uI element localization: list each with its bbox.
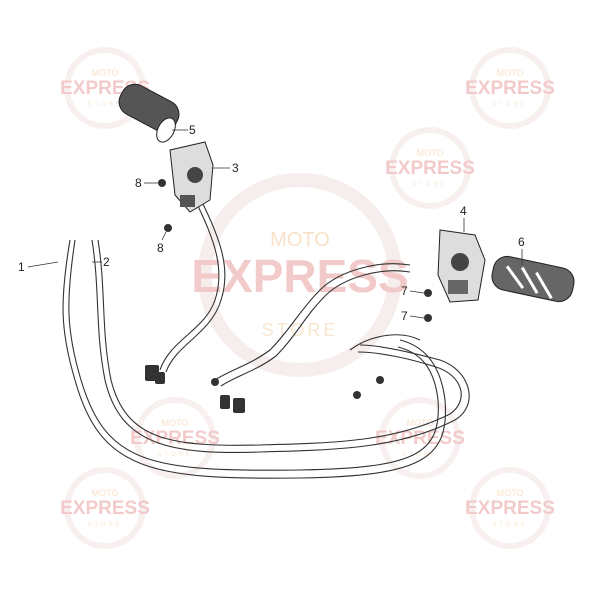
callout-1: 1 <box>18 260 25 274</box>
watermark-line1: MOTO <box>162 418 189 428</box>
watermark-line3: STORE <box>492 102 528 108</box>
watermark-line3: STORE <box>87 102 123 108</box>
callout-8a: 8 <box>135 176 142 190</box>
callout-7b: 7 <box>401 309 408 323</box>
watermark-line1: MOTO <box>92 68 119 78</box>
connectors <box>145 365 384 413</box>
watermark-line3: STORE <box>412 182 448 188</box>
watermark-line2: EXPRESS <box>465 498 555 519</box>
watermark-store: STORE <box>262 320 339 340</box>
watermark-ring <box>64 467 146 549</box>
watermark-express: EXPRESS <box>191 250 408 302</box>
watermark-ring <box>469 47 551 129</box>
watermark-ring <box>469 467 551 549</box>
callout-7a: 7 <box>401 284 408 298</box>
watermark-line3: STORE <box>402 452 438 458</box>
left-switch-housing <box>169 141 214 213</box>
callout-5: 5 <box>189 123 196 137</box>
watermark-line1: MOTO <box>92 488 119 498</box>
right-grip <box>491 255 575 303</box>
right-switch-housing <box>437 229 486 303</box>
left-grip <box>118 83 180 143</box>
watermark-line3: STORE <box>157 452 193 458</box>
watermark-line3: STORE <box>87 522 123 528</box>
callout-4: 4 <box>460 204 467 218</box>
watermark-moto: MOTO <box>270 229 330 251</box>
watermark-ring <box>389 127 471 209</box>
callout-2: 2 <box>103 255 110 269</box>
callouts: 1 2 3 4 5 6 7 7 8 8 <box>18 123 525 323</box>
watermark-line3: STORE <box>492 522 528 528</box>
watermark-line2: EXPRESS <box>465 78 555 99</box>
screws <box>158 179 432 322</box>
callout-8b: 8 <box>157 241 164 255</box>
watermark-ring <box>134 397 216 479</box>
watermark-ring <box>379 397 461 479</box>
watermark-line2: EXPRESS <box>60 498 150 519</box>
callout-3: 3 <box>232 161 239 175</box>
watermark-line2: EXPRESS <box>375 428 465 449</box>
watermark-line2: EXPRESS <box>385 158 475 179</box>
callout-6: 6 <box>518 235 525 249</box>
watermark-line1: MOTO <box>497 488 524 498</box>
watermark-line1: MOTO <box>407 418 434 428</box>
watermark-line2: EXPRESS <box>130 428 220 449</box>
watermark-line1: MOTO <box>497 68 524 78</box>
watermark-center: MOTO EXPRESS STORE <box>191 173 409 377</box>
watermark-line1: MOTO <box>417 148 444 158</box>
cables <box>62 199 470 479</box>
